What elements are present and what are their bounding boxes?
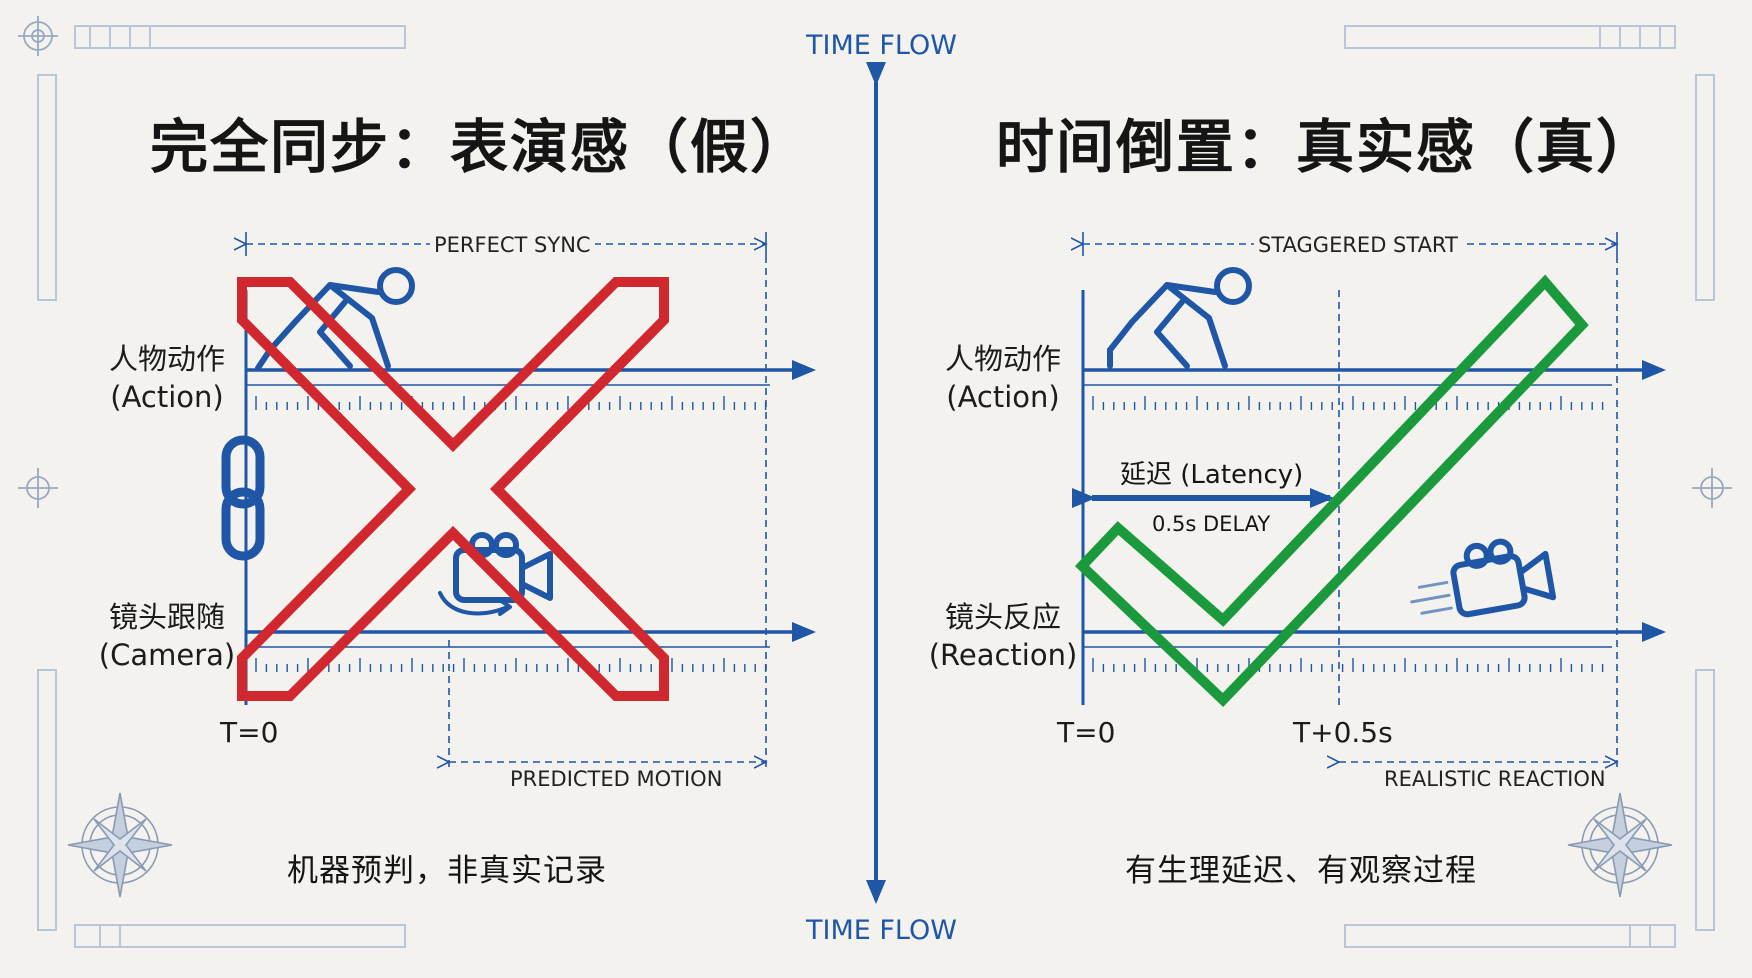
action-label-cn: 人物动作 <box>944 342 1061 376</box>
predicted-motion-label: PREDICTED MOTION <box>510 767 723 791</box>
crosshair-icon <box>18 16 1732 508</box>
left-diagram <box>221 232 816 770</box>
left-camera-label: 镜头跟随 (Camera) <box>92 598 242 674</box>
action-label-en: (Action) <box>110 380 224 414</box>
delay-label: 0.5s DELAY <box>1152 512 1271 536</box>
right-diagram <box>1074 232 1666 770</box>
video-camera-icon <box>1410 538 1557 618</box>
time-flow-bottom-label: TIME FLOW <box>806 915 957 946</box>
right-caption: 有生理延迟、有观察过程 <box>1125 853 1477 889</box>
left-caption: 机器预判，非真实记录 <box>287 853 607 889</box>
reaction-label-cn: 镜头反应 <box>944 600 1061 634</box>
time-flow-top-label: TIME FLOW <box>806 30 957 61</box>
reaction-label-en: (Reaction) <box>928 638 1078 672</box>
action-label-en: (Action) <box>946 380 1060 414</box>
right-reaction-label: 镜头反应 (Reaction) <box>925 598 1081 674</box>
staggered-start-label: STAGGERED START <box>1254 233 1462 257</box>
camera-label-cn: 镜头跟随 <box>108 600 225 634</box>
chain-link-icon <box>221 435 265 561</box>
perfect-sync-label: PERFECT SYNC <box>430 233 595 257</box>
latency-label: 延迟 (Latency) <box>1120 460 1304 490</box>
t-plus-half-label: T+0.5s <box>1293 716 1393 749</box>
cross-mark <box>237 277 669 701</box>
realistic-reaction-label: REALISTIC REACTION <box>1384 767 1606 791</box>
left-action-label: 人物动作 (Action) <box>92 340 242 416</box>
right-action-label: 人物动作 (Action) <box>928 340 1078 416</box>
compass-rose-icon <box>1567 792 1673 898</box>
left-t0-label: T=0 <box>220 716 279 749</box>
compass-rose-icon <box>67 792 173 898</box>
blueprint-frame <box>37 25 1715 948</box>
action-label-cn: 人物动作 <box>108 342 225 376</box>
right-title: 时间倒置：真实感（真） <box>996 113 1657 181</box>
camera-label-en: (Camera) <box>98 638 236 672</box>
right-t0-label: T=0 <box>1057 716 1116 749</box>
runner-icon <box>1107 267 1252 369</box>
left-title: 完全同步：表演感（假） <box>150 113 811 181</box>
check-mark <box>1074 274 1589 708</box>
